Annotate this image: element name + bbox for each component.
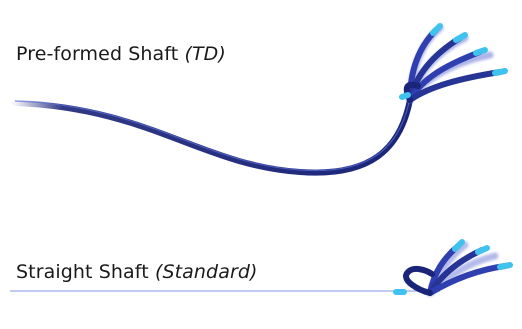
preformed-shaft-body xyxy=(12,97,413,176)
preformed-tip-fan xyxy=(399,23,508,104)
straight-shaft-label: Straight Shaft (Standard) xyxy=(16,261,258,283)
preformed-shaft-name: Pre-formed Shaft xyxy=(16,43,179,65)
straight-shaft-name: Straight Shaft xyxy=(16,261,149,283)
straight-shaft-qualifier: (Standard) xyxy=(154,261,258,283)
preformed-shaft-label: Pre-formed Shaft (TD) xyxy=(16,43,226,65)
preformed-shaft-qualifier: (TD) xyxy=(184,43,226,65)
straight-shaft-panel xyxy=(0,200,522,329)
straight-tip-fan xyxy=(393,239,513,297)
preformed-shaft-panel xyxy=(12,23,508,176)
straight-shaft-illustration xyxy=(6,239,513,297)
preformed-shaft-illustration xyxy=(12,23,508,176)
